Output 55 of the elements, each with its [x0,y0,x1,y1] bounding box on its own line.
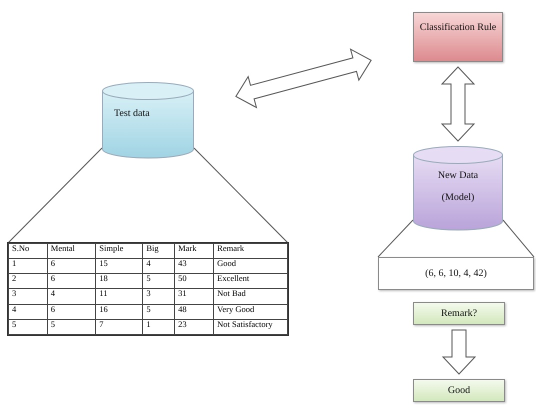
table-cell: 1 [142,319,175,334]
column-header: Mark [174,244,214,259]
table-cell: 11 [96,288,143,304]
table-cell: 3 [8,288,48,304]
table-cell: 2 [8,274,48,289]
connector-line [194,148,288,244]
column-header: S.No [8,244,48,259]
table-cell: 1 [8,258,48,274]
table-cell: 48 [174,304,214,320]
node-label: (Model) [440,192,476,204]
node-label: (6, 6, 10, 4, 42) [424,268,488,280]
table-cell: 5 [47,319,96,334]
table-cell: 4 [142,258,175,274]
table-cell: 3 [142,288,175,304]
process-box [413,302,505,325]
block-arrow [235,48,372,109]
connector-line [378,220,414,258]
node-label: Remark? [440,308,478,320]
process-box [413,12,503,62]
table-cell: Very Good [214,304,288,320]
connector-line [502,220,534,258]
table-cell: Excellent [214,274,288,289]
column-header: Simple [96,244,143,259]
table-cell: 5 [142,274,175,289]
node-label: Classification Rule [418,22,498,34]
table-cell: 43 [174,258,214,274]
table-cell: 6 [47,304,96,320]
table-cell: 50 [174,274,214,289]
block-arrow [442,330,476,375]
data-table [8,243,288,335]
table-cell: 5 [142,304,175,320]
table-cell: 7 [96,319,143,334]
table-cell: 6 [47,274,96,289]
table-cell: 31 [174,288,214,304]
column-header: Mental [47,244,96,259]
table-cell: 15 [96,258,143,274]
block-arrow [440,66,476,142]
node-label: Test data [114,108,151,120]
process-box [413,379,505,402]
node-label: Good [446,385,472,397]
table-cell: 4 [8,304,48,320]
table-cell: 5 [8,319,48,334]
table-cell: 6 [47,258,96,274]
column-header: Remark [214,244,288,259]
process-box [378,257,534,290]
table-cell: 18 [96,274,143,289]
table-cell: Not Bad [214,288,288,304]
table-cell: 4 [47,288,96,304]
table-cell: Good [214,258,288,274]
table-cell: 16 [96,304,143,320]
table-cell: 23 [174,319,214,334]
table-cell: Not Satisfactory [214,319,288,334]
node-label: New Data [436,170,480,182]
connector-line [8,148,102,244]
column-header: Big [142,244,175,259]
